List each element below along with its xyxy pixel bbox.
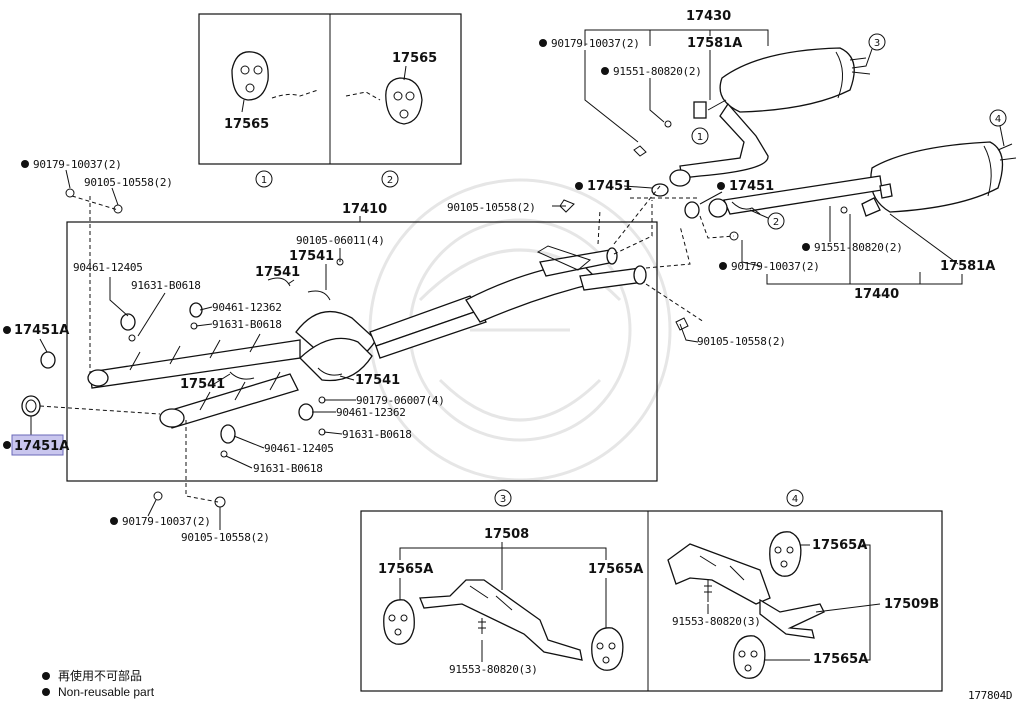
label-17509B: 17509B: [884, 597, 939, 612]
svg-text:1: 1: [261, 175, 267, 186]
callout-3-bottom: 3: [494, 489, 512, 507]
bracket-inset-frame: [360, 510, 943, 692]
label-17541-a: 17541: [289, 249, 334, 264]
label-90179-10037-bottom: 90179-10037(2): [122, 515, 211, 528]
label-91631-B0618-a: 91631-B0618: [131, 279, 201, 292]
label-91551-80820-top: 91551-80820(2): [613, 65, 702, 78]
label-90105-10558-right: 90105-10558(2): [697, 335, 786, 348]
legend: 再使用不可部品 Non-reusable part: [42, 668, 155, 699]
svg-text:3: 3: [874, 38, 880, 49]
bracket-17440: [766, 214, 963, 285]
label-90179-10037-left: 90179-10037(2): [33, 158, 122, 171]
svg-text:4: 4: [792, 494, 798, 505]
callout-2-inset: 2: [381, 170, 399, 188]
front-pipe-assembly-frame: [66, 221, 658, 482]
watermark-emblem: [368, 178, 672, 482]
legend-japanese: 再使用不可部品: [58, 668, 142, 683]
label-17430: 17430: [686, 9, 731, 24]
bracket-17430: [584, 29, 769, 46]
label-91551-80820-right: 91551-80820(2): [814, 241, 903, 254]
callout-4-bottom: 4: [786, 489, 804, 507]
connection-dash-lines: [597, 185, 735, 323]
label-90461-12405-b: 90461-12405: [264, 442, 334, 455]
label-17440: 17440: [854, 287, 899, 302]
svg-text:2: 2: [387, 175, 393, 186]
label-17565A-c: 17565A: [812, 538, 867, 553]
label-90461-12405-a: 90461-12405: [73, 261, 143, 274]
bracket-17508: [383, 579, 624, 671]
svg-text:4: 4: [995, 114, 1001, 125]
callout-2-right: 2: [749, 209, 785, 230]
label-17451-right: 17451: [729, 179, 774, 194]
inset-1-2: [198, 13, 462, 165]
label-17541-d: 17541: [355, 373, 400, 388]
label-17451A-a: 17451A: [14, 323, 69, 338]
svg-text:3: 3: [500, 494, 506, 505]
label-90105-10558-left: 90105-10558(2): [84, 176, 173, 189]
label-90179-10037-top: 90179-10037(2): [551, 37, 640, 50]
label-17565-right: 17565: [392, 51, 437, 66]
muffler-17430: [633, 47, 871, 187]
label-17508: 17508: [484, 527, 529, 542]
muffler-17440: [651, 141, 1017, 241]
label-17451A-b[interactable]: 17451A: [14, 439, 69, 454]
callout-3-top: 3: [851, 33, 886, 69]
label-17410: 17410: [342, 202, 387, 217]
callout-1-top: 1: [691, 127, 709, 145]
svg-text:1: 1: [697, 132, 703, 143]
highlight-17451A: [11, 434, 64, 456]
label-17581A-right: 17581A: [940, 259, 995, 274]
label-90105-06011: 90105-06011(4): [296, 234, 385, 247]
label-90105-10558-bottom: 90105-10558(2): [181, 531, 270, 544]
left-gaskets: [21, 169, 161, 436]
label-17581A-top: 17581A: [687, 36, 742, 51]
label-90105-10558-mid: 90105-10558(2): [447, 201, 536, 214]
label-90179-10037-right: 90179-10037(2): [731, 260, 820, 273]
clamps-and-bolts: [120, 258, 344, 458]
label-91631-B0618-b: 91631-B0618: [212, 318, 282, 331]
label-17541-c: 17541: [180, 377, 225, 392]
label-91631-B0618-d: 91631-B0618: [253, 462, 323, 475]
label-91631-B0618-c: 91631-B0618: [342, 428, 412, 441]
label-91553-80820-a: 91553-80820(3): [449, 663, 538, 676]
label-91553-80820-b: 91553-80820(3): [672, 615, 761, 628]
front-exhaust-pipe: [87, 245, 647, 429]
label-17565-left: 17565: [224, 117, 269, 132]
label-17565A-a: 17565A: [378, 562, 433, 577]
bracket-17509B: [667, 531, 825, 679]
bottom-left-bolts: [147, 420, 226, 530]
label-90461-12362-b: 90461-12362: [336, 406, 406, 419]
label-17565A-d: 17565A: [813, 652, 868, 667]
label-17451-mid: 17451: [587, 179, 632, 194]
svg-text:2: 2: [773, 217, 779, 228]
legend-english: Non-reusable part: [58, 685, 155, 699]
callout-1-inset: 1: [255, 170, 273, 188]
label-17565A-b: 17565A: [588, 562, 643, 577]
label-90461-12362-a: 90461-12362: [212, 301, 282, 314]
leader-lines-main: [109, 248, 356, 469]
callout-4-right: 4: [989, 109, 1007, 147]
label-17541-b: 17541: [255, 265, 300, 280]
diagram-id: 177804D: [968, 689, 1012, 702]
label-90179-06007: 90179-06007(4): [356, 394, 445, 407]
